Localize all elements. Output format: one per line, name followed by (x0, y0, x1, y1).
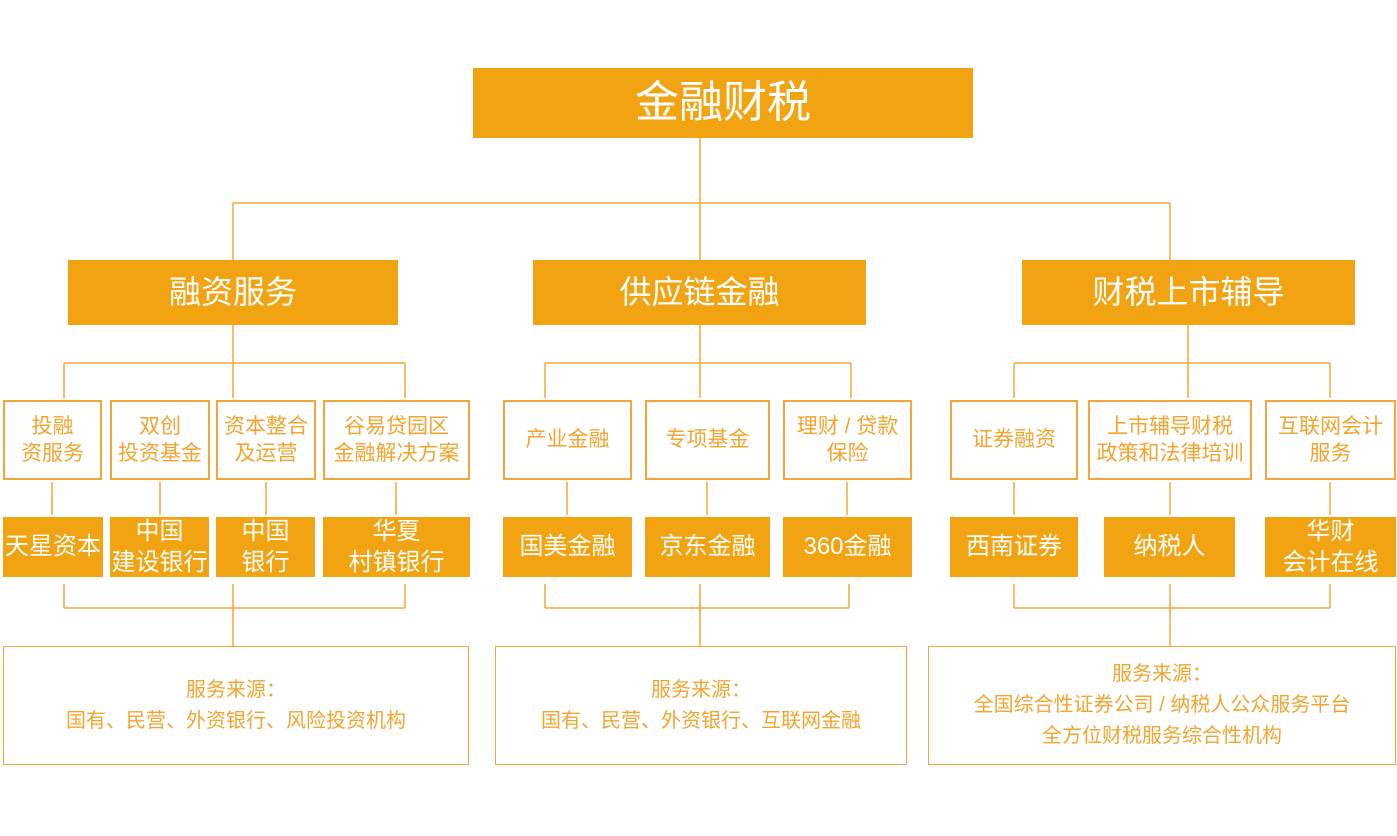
source-note: 服务来源： 国有、民营、外资银行、风险投资机构 (3, 646, 469, 765)
node-provider: 中国 建设银行 (110, 517, 209, 577)
node-service: 专项基金 (645, 400, 770, 480)
node-service: 资本整合 及运营 (216, 400, 316, 480)
source-note: 服务来源： 全国综合性证券公司 / 纳税人公众服务平台 全方位财税服务综合性机构 (928, 646, 1396, 765)
source-note: 服务来源： 国有、民营、外资银行、互联网金融 (495, 646, 907, 765)
node-service: 互联网会计 服务 (1265, 400, 1396, 480)
node-provider: 京东金融 (645, 517, 770, 577)
node-branch-financing-services: 融资服务 (68, 260, 398, 325)
node-provider: 华夏 村镇银行 (323, 517, 470, 577)
node-service: 上市辅导财税 政策和法律培训 (1088, 400, 1252, 480)
node-provider: 中国 银行 (216, 517, 315, 577)
connector-path (51, 138, 1331, 646)
node-provider: 西南证券 (950, 517, 1078, 577)
node-root: 金融财税 (473, 68, 973, 138)
node-provider: 天星资本 (3, 517, 103, 577)
node-branch-tax-ipo-coaching: 财税上市辅导 (1022, 260, 1355, 325)
node-provider: 华财 会计在线 (1265, 517, 1396, 577)
node-service: 投融 资服务 (3, 400, 102, 480)
node-service: 理财 / 贷款 保险 (783, 400, 912, 480)
node-provider: 国美金融 (503, 517, 632, 577)
node-provider: 360金融 (783, 517, 912, 577)
node-service: 证券融资 (950, 400, 1078, 480)
node-service: 双创 投资基金 (110, 400, 210, 480)
node-provider: 纳税人 (1104, 517, 1235, 577)
node-service: 产业金融 (503, 400, 632, 480)
node-service: 谷易贷园区 金融解决方案 (323, 400, 470, 480)
node-branch-supply-chain-finance: 供应链金融 (533, 260, 866, 325)
